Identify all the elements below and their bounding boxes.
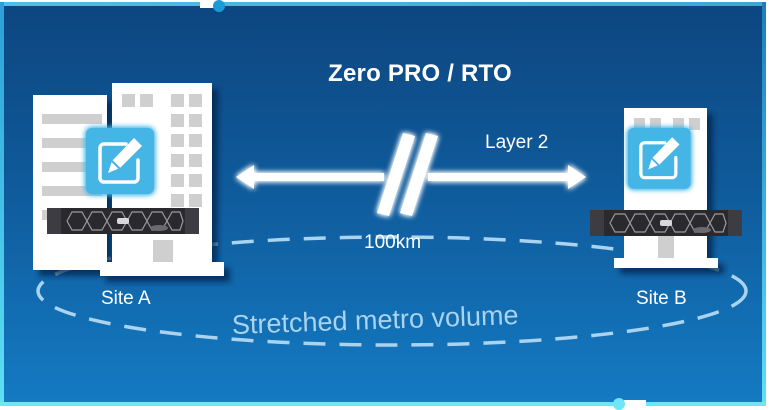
diagram-title: Zero PRO / RTO: [328, 60, 512, 87]
layer2-link-arrow: [236, 133, 586, 216]
link-label: Layer 2: [485, 132, 549, 153]
stretched-volume-ellipse: [36, 235, 748, 347]
distance-label: 100km: [364, 232, 422, 253]
break-slash-right: [400, 133, 438, 216]
site-b-storage-array-icon: [589, 209, 743, 237]
site-b-label: Site B: [636, 288, 687, 309]
frame-border-left: [0, 2, 4, 406]
frame-border-top: [0, 2, 766, 6]
frame-gap-top: [200, 0, 220, 8]
frame-border-right: [762, 2, 766, 406]
break-slash-left: [377, 133, 415, 216]
site-a-label: Site A: [101, 288, 151, 309]
site-b-building-windows: [634, 118, 700, 258]
frame-gap-bottom: [624, 400, 646, 410]
frame-border-bottom: [0, 402, 766, 406]
site-a-edit-icon: [84, 126, 156, 196]
site-b-edit-icon: [626, 126, 693, 191]
frame-dot-bottom: [613, 398, 625, 410]
site-a-storage-array-icon: [46, 207, 200, 235]
frame-dot-top: [213, 0, 225, 12]
